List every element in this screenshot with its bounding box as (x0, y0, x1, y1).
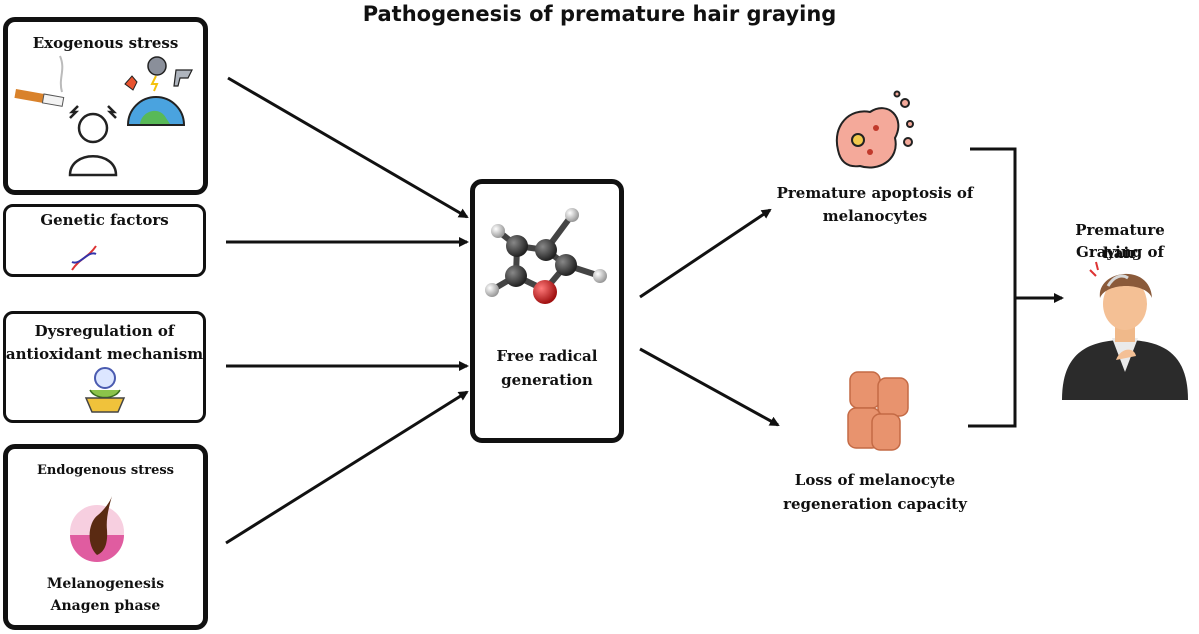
apoptotic-melanocyte-icon (835, 90, 914, 169)
arrow-endogenous (225, 390, 469, 545)
cigarette-icon (14, 55, 65, 107)
arrow-to-apoptosis (639, 208, 772, 299)
antioxidant-label-line2: antioxidant mechanism (5, 345, 204, 363)
outcome-label-line2: hair (1102, 244, 1138, 262)
antioxidant-bowl-icon (84, 367, 126, 413)
free-radical-label-line2: generation (501, 371, 593, 389)
hair-follicle-icon (70, 496, 124, 562)
earth-pollution-icon (124, 56, 193, 126)
genetic-factors-label: Genetic factors (40, 211, 169, 229)
bracket-connector (968, 147, 1017, 428)
outcome-label-line1: Premature Graying of (1075, 221, 1165, 261)
cause-arrows (225, 76, 1064, 545)
anagen-phase-label: Anagen phase (50, 598, 161, 614)
furan-molecule-icon (485, 208, 607, 304)
regeneration-label-line1: Loss of melanocyte (794, 471, 956, 489)
free-radical-box (470, 179, 624, 443)
apoptosis-label-line2: melanocytes (822, 207, 928, 225)
diagram-title: Pathogenesis of premature hair graying (362, 2, 837, 26)
endogenous-stress-label: Endogenous stress (37, 463, 174, 478)
genetic-factors-box (3, 204, 206, 277)
arrow-exogenous (227, 76, 469, 219)
regeneration-label-line2: regeneration capacity (783, 495, 967, 513)
dna-icon (71, 245, 97, 271)
melanocyte-cells-icon (847, 371, 909, 451)
antioxidant-label-line1: Dysregulation of (34, 322, 175, 340)
arrow-to-regeneration (639, 347, 780, 427)
free-radical-label-line1: Free radical (496, 347, 598, 365)
graying-man-icon (1062, 261, 1188, 400)
stressed-person-icon (68, 105, 118, 177)
apoptosis-label-line1: Premature apoptosis of (776, 184, 974, 202)
melanogenesis-label: Melanogenesis (46, 576, 165, 592)
exogenous-stress-label: Exogenous stress (32, 34, 179, 52)
